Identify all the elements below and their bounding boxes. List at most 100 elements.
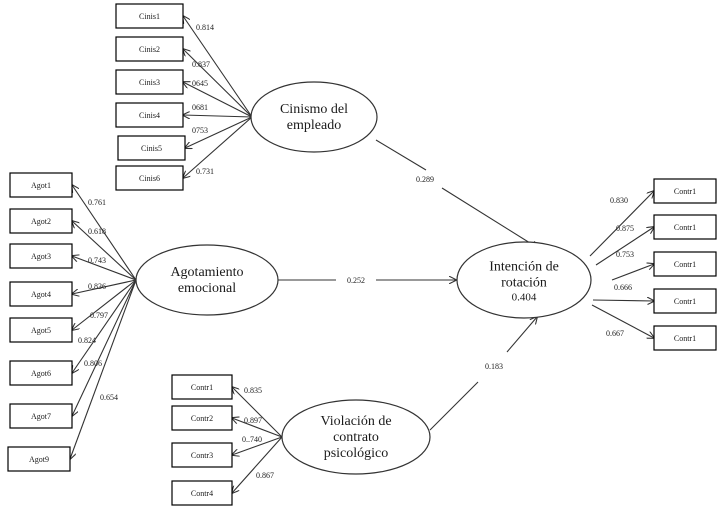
indicator-box-cinismo-3: [115, 69, 184, 95]
indicator-box-agotamiento-1: [9, 172, 73, 198]
loading-value: 0.824: [78, 336, 96, 345]
indicator-label: Contr4: [191, 489, 213, 498]
indicator-label: Contr1: [674, 260, 696, 269]
path-violacion-to-intencion-arrow: [506, 317, 537, 353]
indicator-box-cinismo-4: [115, 102, 184, 128]
loading-value: 0.835: [244, 386, 262, 395]
loading-arrow-agotamiento-8: [70, 279, 137, 459]
latent-cinismo: [250, 81, 378, 153]
indicator-box-violacion-3: [171, 442, 233, 468]
loading-value: 0.897: [244, 416, 262, 425]
labels-layer: 0.8140.8370645068107530.7310.7610.6180.7…: [78, 23, 634, 480]
loading-arrow-agotamiento-3: [72, 256, 137, 281]
loading-arrow-cinismo-4: [183, 115, 253, 117]
indicator-label: Contr1: [674, 187, 696, 196]
loading-value: 0.830: [610, 196, 628, 205]
latent-label-intencion: Intención de: [489, 259, 559, 274]
indicator-box-agotamiento-2: [9, 208, 73, 234]
indicator-label: Cinis2: [139, 45, 160, 54]
latent-label-violacion: psicológico: [324, 446, 389, 461]
indicator-box-intencion-4: [653, 288, 717, 314]
indicator-label: Contr1: [191, 383, 213, 392]
nodes-layer: Cinis1Cinis2Cinis3Cinis4Cinis5Cinis6Agot…: [7, 3, 717, 506]
loading-value: 0.731: [196, 167, 214, 176]
indicator-label: Contr1: [674, 334, 696, 343]
loading-value: 0.666: [614, 283, 632, 292]
indicator-box-violacion-2: [171, 405, 233, 431]
indicator-label: Agot9: [29, 455, 49, 464]
edges-layer: [70, 16, 654, 493]
indicator-box-agotamiento-5: [9, 317, 73, 343]
loading-value: 0.743: [88, 256, 106, 265]
latent-label-intencion: rotación: [501, 275, 547, 290]
indicator-box-cinismo-1: [115, 3, 184, 29]
indicator-label: Agot4: [31, 290, 51, 299]
indicator-box-cinismo-2: [115, 36, 184, 62]
indicator-label: Cinis5: [141, 144, 162, 153]
loading-value: 0.867: [256, 471, 274, 480]
indicator-label: Agot6: [31, 369, 51, 378]
loading-value: 0.618: [88, 227, 106, 236]
path-coefficient-violacion: 0.183: [485, 362, 503, 371]
loading-arrow-cinismo-3: [183, 82, 253, 118]
indicator-label: Agot5: [31, 326, 51, 335]
loading-value: 0645: [192, 79, 208, 88]
indicator-box-agotamiento-8: [7, 446, 71, 472]
loading-arrow-cinismo-2: [183, 49, 253, 118]
indicator-label: Cinis1: [139, 12, 160, 21]
indicator-label: Contr2: [191, 414, 213, 423]
indicator-box-intencion-3: [653, 251, 717, 277]
loading-value: 0.806: [84, 359, 102, 368]
loading-arrow-agotamiento-5: [72, 279, 137, 330]
path-violacion-to-intencion-segment: [429, 381, 479, 431]
loading-arrow-violacion-3: [232, 436, 283, 455]
loading-arrow-agotamiento-1: [72, 185, 137, 281]
loading-arrow-cinismo-6: [183, 116, 253, 178]
indicator-box-agotamiento-6: [9, 360, 73, 386]
loading-value: 0.837: [192, 60, 210, 69]
loading-arrow-intencion-1: [589, 191, 654, 257]
indicator-label: Agot2: [31, 217, 51, 226]
loading-arrow-intencion-5: [591, 304, 654, 338]
loading-arrow-agotamiento-6: [72, 279, 137, 373]
indicator-box-intencion-2: [653, 214, 717, 240]
indicator-label: Cinis3: [139, 78, 160, 87]
path-coefficient-agotamiento: 0.252: [347, 276, 365, 285]
indicator-box-agotamiento-3: [9, 243, 73, 269]
loading-arrow-agotamiento-4: [72, 279, 137, 294]
loading-value: 0.814: [196, 23, 214, 32]
indicator-label: Agot3: [31, 252, 51, 261]
loading-value: 0.875: [616, 224, 634, 233]
indicator-box-violacion-1: [171, 374, 233, 400]
indicator-label: Cinis4: [139, 111, 160, 120]
indicator-label: Contr3: [191, 451, 213, 460]
loading-value: 0..740: [242, 435, 262, 444]
loading-arrow-cinismo-1: [183, 16, 253, 118]
indicator-label: Agot7: [31, 412, 51, 421]
latent-label-cinismo: Cinismo del: [280, 102, 348, 117]
latent-label-violacion: Violación de: [320, 414, 391, 429]
indicator-box-agotamiento-7: [9, 403, 73, 429]
loading-value: 0753: [192, 126, 208, 135]
indicator-box-intencion-5: [653, 325, 717, 351]
loading-arrow-violacion-4: [232, 436, 283, 493]
loading-value: 0.654: [100, 393, 118, 402]
latent-label-cinismo: empleado: [287, 118, 341, 133]
loading-arrow-intencion-3: [611, 264, 654, 281]
loading-arrow-agotamiento-7: [72, 279, 137, 416]
loading-value: 0.753: [616, 250, 634, 259]
indicator-box-cinismo-5: [117, 135, 186, 161]
indicator-label: Contr1: [674, 223, 696, 232]
indicator-box-cinismo-6: [115, 165, 184, 191]
loading-value: 0.797: [90, 311, 108, 320]
loading-arrow-violacion-1: [232, 387, 283, 438]
r-squared-value: 0.404: [512, 291, 537, 303]
loading-value: 0.761: [88, 198, 106, 207]
indicator-box-intencion-1: [653, 178, 717, 204]
loading-arrow-intencion-4: [592, 300, 654, 301]
indicator-box-agotamiento-4: [9, 281, 73, 307]
latent-label-violacion: contrato: [333, 430, 379, 445]
loading-arrow-intencion-2: [595, 227, 654, 266]
indicator-box-violacion-4: [171, 480, 233, 506]
